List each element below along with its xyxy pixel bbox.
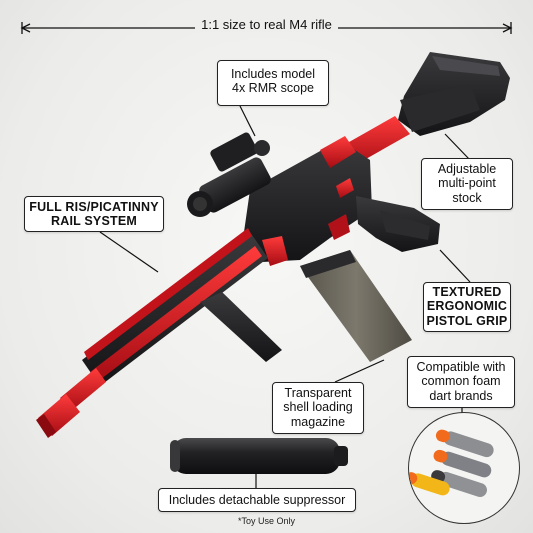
callout-stock: Adjustable multi-point stock xyxy=(421,158,513,210)
callout-magazine-line-1: Transparent xyxy=(284,386,352,400)
callout-stock-line-3: stock xyxy=(452,190,482,205)
barrel xyxy=(36,368,106,438)
magazine xyxy=(300,250,412,362)
callout-rail-line-1: FULL RIS/PICATINNY xyxy=(29,200,159,214)
callout-scope: Includes model 4x RMR scope xyxy=(217,60,329,106)
callout-darts-line-1: Compatible with xyxy=(416,360,506,374)
receiver xyxy=(244,136,372,266)
callout-magazine-line-2: shell loading xyxy=(283,400,353,415)
callout-darts: Compatible with common foam dart brands xyxy=(407,356,515,408)
size-label-text: 1:1 size to real M4 rifle xyxy=(195,17,338,32)
callout-grip: TEXTURED ERGONOMIC PISTOL GRIP xyxy=(423,282,511,332)
foam-darts-inset xyxy=(408,412,520,524)
callout-suppressor: Includes detachable suppressor xyxy=(158,488,356,512)
callout-stock-line-1: Adjustable xyxy=(437,162,497,176)
callout-darts-line-3: dart brands xyxy=(429,388,493,403)
vertical-foregrip xyxy=(200,292,282,362)
callout-magazine: Transparent shell loading magazine xyxy=(272,382,364,434)
callout-grip-line-1: TEXTURED xyxy=(432,285,502,299)
size-label: 1:1 size to real M4 rifle xyxy=(0,17,533,32)
callout-grip-line-2: ERGONOMIC xyxy=(426,299,508,314)
scope xyxy=(187,132,271,217)
callout-rail: FULL RIS/PICATINNY RAIL SYSTEM xyxy=(24,196,164,232)
foam-darts-image xyxy=(409,429,494,498)
callout-grip-line-3: PISTOL GRIP xyxy=(426,313,508,328)
stock xyxy=(398,52,510,136)
callout-suppressor-line-1: Includes detachable suppressor xyxy=(168,493,346,507)
handguard-rail xyxy=(82,228,268,386)
callout-stock-line-2: multi-point xyxy=(438,176,496,191)
toy-use-footnote: *Toy Use Only xyxy=(237,516,296,526)
callout-magazine-line-3: magazine xyxy=(290,414,346,429)
suppressor xyxy=(170,438,348,474)
callout-scope-line-2: 4x RMR scope xyxy=(232,81,314,96)
callout-darts-line-2: common foam xyxy=(421,374,501,389)
callout-scope-line-1: Includes model xyxy=(230,67,316,81)
callout-rail-line-2: RAIL SYSTEM xyxy=(50,214,137,229)
